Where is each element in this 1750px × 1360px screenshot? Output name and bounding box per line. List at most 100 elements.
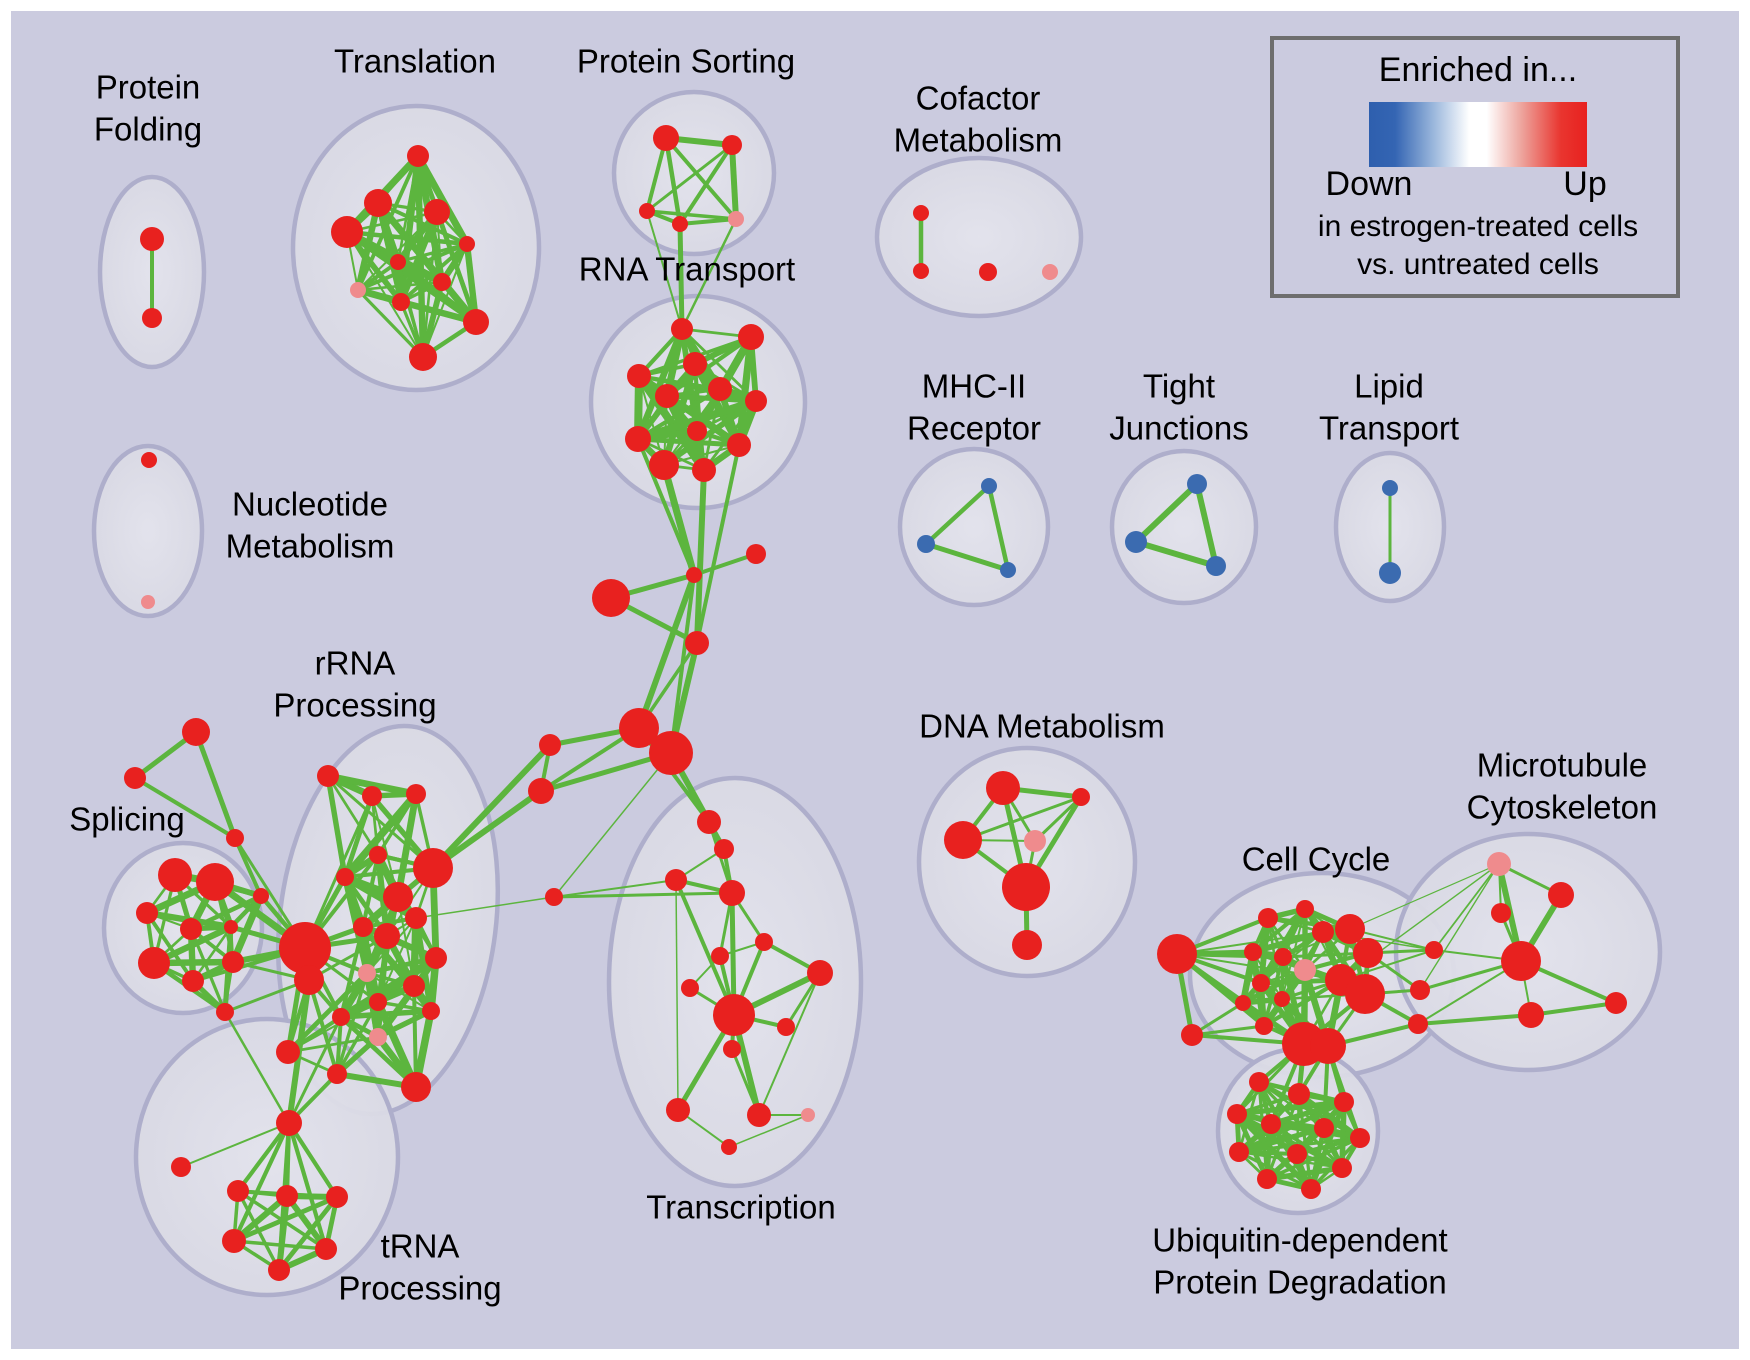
edge [1238,1125,1325,1155]
node-cc8 [1274,948,1292,966]
edge [1266,1165,1343,1182]
node-r15 [422,1002,440,1020]
node-x14 [801,1108,815,1122]
node-u4 [1227,1104,1247,1124]
node-ps4 [672,216,688,232]
node-x12 [666,1098,690,1122]
edge [396,261,425,358]
node-x4 [719,880,745,906]
edge [634,327,686,441]
cluster-label-dna-metabolism: DNA Metabolism [919,708,1165,745]
node-n5 [708,377,732,401]
node-n7 [745,390,767,412]
node-n12 [692,458,716,482]
edge [431,788,543,871]
node-u3 [1334,1092,1354,1112]
node-ps2 [722,135,742,155]
edge [1238,1150,1312,1191]
node-pf1 [140,227,164,251]
legend-down-label: Down [1326,165,1413,203]
node-t11 [409,343,437,371]
node-x2 [714,839,734,859]
edge [728,1114,809,1148]
node-td [222,1229,246,1253]
edge [1419,863,1500,991]
edge [1349,863,1500,930]
node-tj3 [1206,556,1226,576]
node-tj2 [1125,531,1147,553]
edge [415,896,555,919]
node-ta [227,1180,249,1202]
node-u9 [1287,1144,1307,1164]
node-x7 [807,960,833,986]
node-u2 [1288,1083,1310,1105]
node-sp3 [226,829,244,847]
cluster-label-transcription: Transcription [646,1189,836,1226]
edge [1340,949,1435,981]
node-x1 [697,810,721,834]
node-x3 [665,869,687,891]
node-r2 [362,786,382,806]
node-u8 [1229,1142,1249,1162]
node-d4 [1024,830,1046,852]
edge [233,1194,338,1244]
node-d5 [1002,863,1050,911]
node-t3 [424,199,450,225]
edge [1417,960,1522,1025]
edge [376,1008,433,1040]
node-cf4 [1042,264,1058,280]
node-s1 [158,858,192,892]
cluster-ellipse-cofactor-metabolism [874,155,1084,319]
node-cc18 [1310,1028,1346,1064]
edge [1251,907,1307,954]
node-lp2 [1379,562,1401,584]
node-x5 [755,933,773,951]
edge [664,136,738,221]
edge [233,837,263,897]
node-ps5 [728,211,744,227]
edge [735,336,755,446]
edge [366,955,437,976]
node-m2 [917,535,935,553]
node-s4 [180,918,202,940]
node-r20 [401,1072,431,1102]
edge [675,879,679,1111]
node-s2 [196,863,234,901]
edge [924,484,991,546]
edge [646,143,733,213]
node-t10 [463,309,489,335]
edge [1252,929,1324,955]
node-mt3 [1491,903,1511,923]
edge [663,137,683,225]
edge [636,438,696,576]
node-n3 [683,352,707,376]
node-u5 [1261,1114,1281,1134]
node-u12 [1301,1179,1321,1199]
node-s7 [182,970,204,992]
edge [327,774,434,870]
edge [702,400,758,471]
node-nu1 [141,452,157,468]
node-u6 [1314,1118,1334,1138]
edge [232,1122,291,1242]
edge [430,742,553,871]
node-u1 [1249,1072,1269,1092]
edge [646,209,737,221]
edge [463,243,480,323]
edge [399,242,469,304]
edge [414,154,471,246]
node-cc11 [1274,991,1290,1007]
cluster-label-rna-transport: RNA Transport [579,251,795,288]
edge [357,280,443,292]
edge [1176,931,1324,955]
node-k1 [686,567,702,583]
edge [674,879,736,1016]
node-s5 [224,920,238,934]
node-cc16 [1181,1024,1203,1046]
edge [677,223,685,330]
